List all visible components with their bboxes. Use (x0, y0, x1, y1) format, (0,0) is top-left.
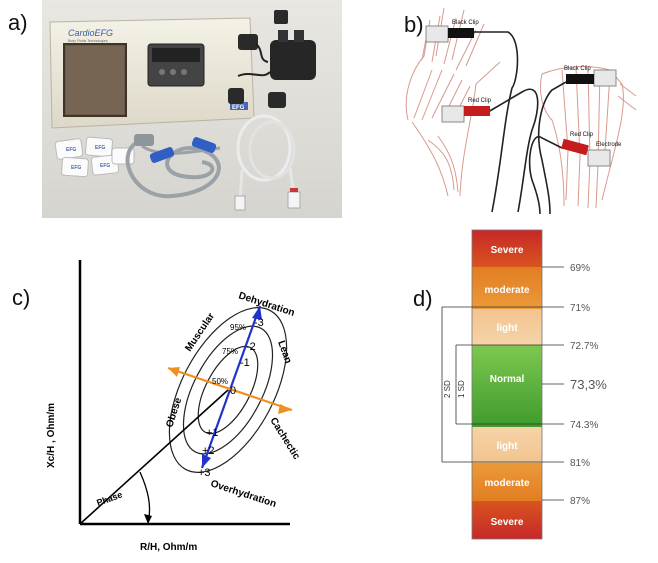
panel-a-label: a) (8, 10, 28, 35)
panel-d-scale: Severe moderate light Normal light moder… (441, 229, 607, 540)
panel-c-label: c) (12, 285, 31, 310)
cardioefg-device: CardioEFG Body Fluids Technologies EFG (49, 17, 255, 129)
band-moderate-bottom (472, 463, 542, 501)
hand-black-clip (448, 28, 474, 38)
band-severe-bottom (472, 501, 542, 539)
patient-cable (125, 134, 221, 199)
power-adapter (228, 10, 316, 108)
electrode-label: EFG (95, 145, 105, 151)
threshold-label: 87% (570, 496, 590, 507)
lean-label: Lean (275, 339, 293, 365)
electrode-label: EFG (71, 165, 81, 171)
phase-label: Phase (95, 489, 123, 507)
foot-red-clip-label: Red Clip (570, 132, 594, 138)
electrode-pads: EFG EFG EFG EFG (54, 136, 135, 178)
device-brand: CardioEFG (68, 28, 113, 38)
band-severe-top (472, 230, 542, 267)
electrode-label: EFG (100, 163, 110, 169)
tick-label: -3 (254, 317, 264, 329)
foot-electrode-bottom (587, 149, 611, 167)
foot-drawing (539, 66, 637, 209)
x-axis-label: R/H, Ohm/m (140, 542, 197, 553)
foot-black-clip (566, 74, 594, 84)
band-label: Normal (490, 374, 525, 385)
ellipse-75-label: 75% (222, 347, 238, 356)
tick-label: +3 (198, 467, 211, 479)
two-sd-label: 2 SD (443, 380, 452, 398)
device-badge: EFG (232, 105, 245, 111)
band-label: light (496, 441, 518, 452)
body-mass-axis (167, 366, 293, 412)
threshold-label: 81% (570, 458, 590, 469)
band-light-top (472, 309, 542, 345)
device-button (159, 69, 165, 75)
panel-c-rxc-graph: Xc/H , Ohm/m R/H, Ohm/m Phase 95% 75% 50… (46, 260, 302, 553)
foot-electrode-top (593, 69, 617, 87)
vector-line (79, 389, 229, 525)
tick-label: +1 (206, 427, 219, 439)
band-moderate-top (472, 267, 542, 309)
device-button (181, 69, 187, 75)
threshold-label: 71% (570, 303, 590, 314)
ellipse-95-label: 95% (230, 323, 246, 332)
y-axis-label: Xc/H , Ohm/m (46, 403, 57, 468)
band-label: Severe (491, 517, 524, 528)
threshold-label-main: 73,3% (570, 377, 607, 392)
panel-b-label: b) (404, 12, 424, 37)
hydration-axis (200, 305, 262, 469)
band-label: moderate (484, 285, 529, 296)
foot-electrode-label: Electrode (596, 142, 622, 148)
one-sd-label: 1 SD (457, 380, 466, 398)
device-subtitle: Body Fluids Technologies (68, 39, 108, 43)
foot-black-clip-label: Black Clip (564, 66, 591, 72)
cachectic-label: Cachectic (267, 416, 302, 462)
hand-electrode-top (425, 25, 449, 43)
foot-red-clip (561, 138, 589, 156)
hand-electrode-bottom (441, 105, 465, 123)
hand-black-clip-label: Black Clip (452, 20, 479, 26)
overhydration-label: Overhydration (209, 478, 277, 510)
threshold-label: 74.3% (570, 420, 598, 431)
panel-d-label: d) (413, 286, 433, 311)
band-label: Severe (491, 245, 524, 256)
ellipse-50 (197, 345, 259, 435)
band-label: moderate (484, 478, 529, 489)
band-light-bottom (472, 427, 542, 463)
device-button (170, 69, 176, 75)
threshold-label: 72.7% (570, 341, 598, 352)
panel-b-illustration: Black Clip Red Clip Black Clip Red Clip … (405, 7, 637, 215)
tick-label: 0 (230, 385, 236, 397)
threshold-label: 69% (570, 263, 590, 274)
ellipse-75 (182, 325, 274, 455)
hand-red-clip (464, 106, 490, 116)
dehydration-label: Dehydration (237, 290, 296, 318)
band-normal (472, 345, 542, 427)
panel-a-photo: CardioEFG Body Fluids Technologies EFG E… (42, 0, 342, 218)
band-label: light (496, 323, 518, 334)
tick-label: -1 (240, 357, 250, 369)
tick-label: +2 (202, 445, 215, 457)
ellipse-50-label: 50% (212, 377, 228, 386)
hand-red-clip-label: Red Clip (468, 98, 492, 104)
obese-label: Obese (164, 396, 184, 429)
tick-label: -2 (246, 341, 256, 353)
electrode-label: EFG (66, 147, 76, 153)
usb-cable (234, 114, 301, 211)
ellipse-95 (168, 307, 288, 473)
